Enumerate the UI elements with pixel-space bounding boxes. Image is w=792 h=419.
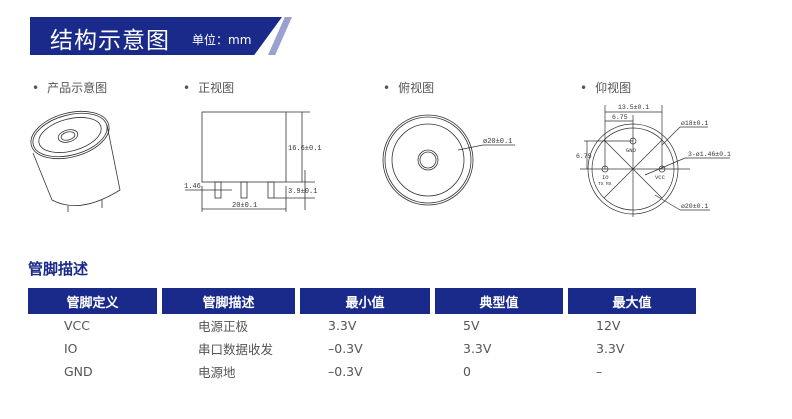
column-header: 典型值 — [435, 288, 563, 314]
pin-label-io: IO — [602, 174, 609, 181]
section-title: 管脚描述 — [28, 260, 89, 278]
view-label-text: 正视图 — [198, 81, 235, 95]
pin-table: 管脚定义 管脚描述 最小值 典型值 最大值 VCC 电源正极 3.3V 5V 1… — [23, 288, 701, 383]
dim-width: 20±0.1 — [232, 202, 257, 210]
table-header-row: 管脚定义 管脚描述 最小值 典型值 最大值 — [28, 288, 696, 314]
product-drawing — [30, 110, 121, 212]
cell: 电源地 — [198, 365, 236, 380]
dim-vertical: 6.75 — [576, 153, 592, 160]
unit-label: 单位：mm — [192, 33, 252, 47]
view-label-product: •产品示意图 — [32, 81, 108, 95]
column-header: 管脚定义 — [28, 288, 157, 314]
view-label-text: 产品示意图 — [47, 81, 108, 95]
view-label-text: 俯视图 — [398, 81, 435, 95]
cell: – — [596, 364, 603, 379]
cell: 电源正极 — [198, 319, 249, 334]
bottom-view-drawing: 13.5±0.1 6.75 6.75 ø18±0.1 3-ø1.46±0.1 ø… — [576, 104, 731, 217]
dim-pin-diameter: 1.46 — [184, 183, 201, 191]
cell: 3.3V — [596, 341, 625, 356]
cell: –0.3V — [328, 364, 363, 379]
cell: –0.3V — [328, 341, 363, 356]
cell: 串口数据收发 — [198, 342, 274, 357]
cell: 12V — [596, 318, 621, 333]
dim-height: 16.6±0.1 — [288, 145, 322, 153]
front-view-drawing: 16.6±0.1 1.46 3.9±0.1 20±0.1 — [184, 111, 322, 212]
title-banner — [30, 17, 282, 55]
pin-label-vcc: VCC — [655, 174, 666, 181]
dim-outer-diameter: ø20±0.1 — [681, 203, 708, 210]
table-row: GND 电源地 –0.3V 0 – — [28, 360, 696, 383]
view-label-text: 仰视图 — [595, 81, 632, 95]
page-title: 结构示意图 — [50, 28, 170, 54]
table-row: VCC 电源正极 3.3V 5V 12V — [28, 314, 696, 337]
cell: GND — [64, 364, 93, 379]
dim-pitch: 13.5±0.1 — [618, 104, 649, 111]
cell: 5V — [463, 318, 480, 333]
dim-pin-holes: 3-ø1.46±0.1 — [688, 151, 731, 158]
cell: 0 — [463, 364, 471, 379]
cell: VCC — [64, 318, 91, 333]
view-label-front: •正视图 — [183, 81, 235, 95]
column-header: 最大值 — [568, 288, 696, 314]
dim-half-pitch: 6.75 — [612, 114, 628, 121]
cell: IO — [64, 341, 78, 356]
dim-pin-length: 3.9±0.1 — [288, 188, 317, 196]
table-row: IO 串口数据收发 –0.3V 3.3V 3.3V — [28, 337, 696, 360]
pin-label-io-sub: TX RX — [598, 181, 612, 187]
cell: 3.3V — [463, 341, 492, 356]
column-header: 管脚描述 — [162, 288, 295, 314]
column-header: 最小值 — [300, 288, 430, 314]
view-label-top: •俯视图 — [383, 81, 435, 95]
dim-diameter: ø20±0.1 — [483, 138, 512, 146]
view-label-bottom: •仰视图 — [580, 81, 632, 95]
cell: 3.3V — [328, 318, 357, 333]
dim-inner-diameter: ø18±0.1 — [681, 120, 708, 127]
top-view-drawing: ø20±0.1 — [382, 114, 515, 206]
pin-label-gnd: GND — [626, 147, 637, 154]
